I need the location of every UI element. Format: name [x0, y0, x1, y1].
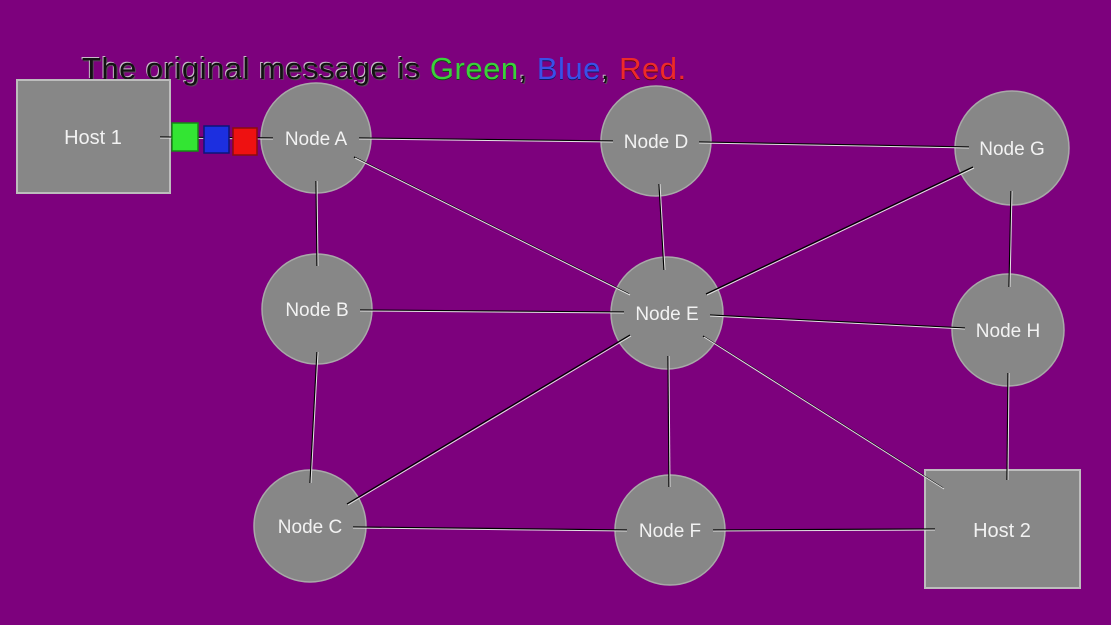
node-f-label: Node F — [639, 521, 701, 542]
banner-text-prefix: The original message is — [81, 51, 430, 86]
host-2-box[interactable] — [924, 469, 1081, 589]
message-banner: The original message is Green, Blue, Red… — [46, 12, 687, 126]
node-b-label: Node B — [285, 300, 348, 321]
packet-blue — [203, 125, 230, 154]
banner-word-green: Green — [429, 51, 519, 86]
edge-node-h-host2 — [1006, 372, 1010, 481]
banner-word-blue: Blue — [536, 51, 601, 86]
banner-word-red: Red. — [619, 51, 687, 86]
node-d-label: Node D — [624, 132, 688, 153]
edge-node-g-node-e — [705, 166, 975, 296]
packet-red — [232, 127, 258, 156]
node-a-label: Node A — [285, 129, 348, 150]
host-1-label: Host 1 — [64, 127, 122, 149]
edge-node-b-node-c — [309, 351, 319, 484]
banner-separator-1: , — [518, 51, 537, 86]
node-h-label: Node H — [976, 321, 1040, 342]
edge-node-e-node-f — [667, 355, 671, 488]
edge-node-e-host2 — [702, 335, 945, 490]
banner-separator-2: , — [600, 51, 620, 86]
node-c-label: Node C — [278, 517, 342, 538]
edge-node-e-node-c — [346, 334, 632, 506]
edge-node-a-node-d — [358, 137, 614, 143]
edge-node-a-node-b — [315, 180, 319, 267]
edge-node-d-node-e — [658, 183, 666, 271]
node-g-label: Node G — [979, 139, 1044, 160]
edge-node-d-node-g — [698, 141, 970, 149]
host-1-box[interactable] — [16, 79, 171, 194]
edge-node-b-node-e — [359, 309, 625, 314]
node-c-circle[interactable] — [253, 469, 367, 583]
packet-green — [171, 122, 199, 152]
edge-node-g-node-h — [1008, 190, 1013, 288]
edge-node-f-host2 — [712, 528, 936, 532]
edge-node-e-node-h — [709, 314, 966, 330]
node-e-label: Node E — [635, 304, 698, 325]
edge-node-a-node-e — [353, 156, 631, 296]
host-2-label: Host 2 — [973, 520, 1031, 542]
edge-node-c-node-f — [352, 526, 628, 532]
